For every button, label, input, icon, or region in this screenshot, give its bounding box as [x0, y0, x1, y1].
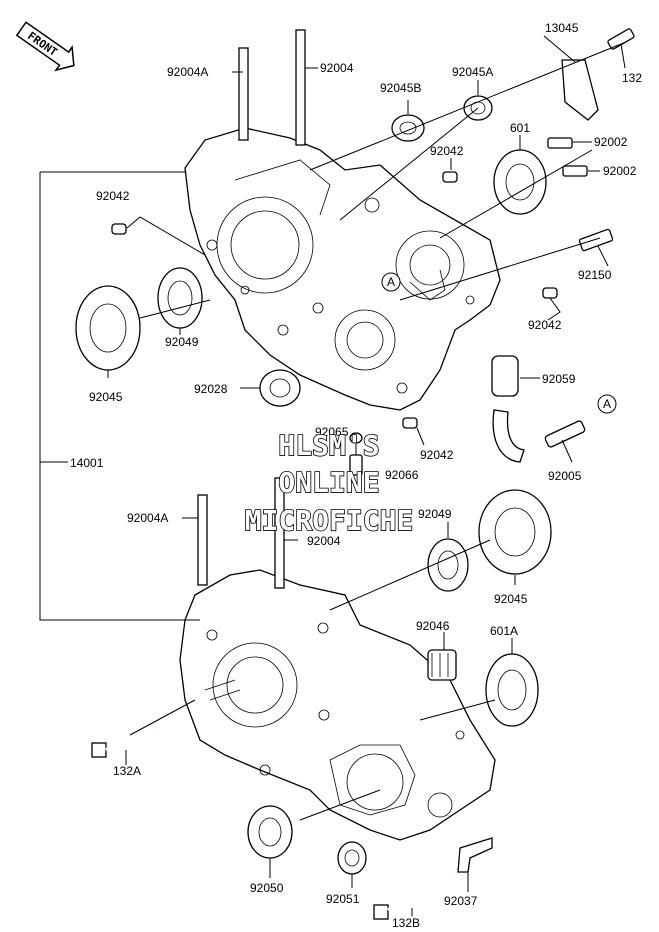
lower-crankcase — [179, 569, 496, 841]
label-92004-lower: 92004 — [307, 534, 341, 548]
oil-seal-92050 — [247, 805, 293, 859]
label-13045: 13045 — [545, 21, 579, 35]
leader-lines — [39, 35, 627, 916]
watermark-line-3: MICROFICHE — [245, 504, 414, 537]
label-92002-b: 92002 — [603, 164, 637, 178]
oil-seal-92049-lower — [427, 538, 469, 592]
label-92042-d: 92042 — [420, 448, 454, 462]
callout-a-right: A — [597, 394, 617, 414]
label-132B: 132B — [392, 916, 420, 930]
label-92004A-upper: 92004A — [167, 65, 208, 79]
dowel-pin-92042-b — [442, 171, 458, 183]
label-92050: 92050 — [250, 881, 284, 895]
label-92065: 92065 — [315, 425, 349, 439]
dowel-pin-92042-c — [542, 287, 558, 299]
label-92042-c: 92042 — [528, 318, 562, 332]
fitting-92150 — [578, 228, 614, 252]
label-92042-a: 92042 — [430, 144, 464, 158]
label-132: 132 — [622, 71, 642, 85]
breather-hose-92059 — [491, 355, 525, 463]
label-92049-upper: 92049 — [165, 335, 199, 349]
fitting-92005 — [544, 420, 586, 448]
label-14001: 14001 — [70, 456, 104, 470]
label-601A: 601A — [490, 624, 518, 638]
label-92037: 92037 — [444, 894, 478, 908]
part-labels: 13045 132 92004A 92004 92045A 92045B 601… — [70, 21, 642, 930]
label-92059: 92059 — [542, 372, 576, 386]
dowel-pin-92042-d — [402, 417, 418, 429]
upper-crankcase — [184, 127, 501, 411]
label-92066: 92066 — [385, 468, 419, 482]
label-92051: 92051 — [326, 892, 360, 906]
svg-text:A: A — [387, 275, 395, 289]
bearing-92045-upper — [75, 285, 141, 371]
bolt-92002-a — [547, 137, 573, 149]
bolt-92002-b — [562, 165, 588, 177]
label-92004A-lower: 92004A — [127, 511, 168, 525]
label-132A: 132A — [113, 764, 141, 778]
label-92049-lower: 92049 — [418, 507, 452, 521]
bearing-92045-lower — [478, 489, 552, 575]
label-92046: 92046 — [416, 619, 450, 633]
oil-seal-92028 — [259, 369, 301, 407]
label-92042-b: 92042 — [96, 189, 130, 203]
callout-a-upper: A — [381, 272, 401, 292]
bearing-601A — [485, 653, 539, 727]
watermark: HLSM'S ONLINE MICROFICHE — [244, 428, 414, 538]
oil-seal-92049-upper — [157, 267, 203, 329]
stud-92004-lower — [274, 477, 285, 589]
plug-92065 — [349, 432, 363, 444]
label-92045-lower: 92045 — [494, 592, 528, 606]
label-92150: 92150 — [578, 268, 612, 282]
bracket-13045 — [561, 59, 599, 121]
oil-seal-92051 — [337, 841, 367, 875]
watermark-line-1: HLSM'S — [278, 429, 379, 462]
stud-92004A-lower — [197, 494, 208, 586]
label-92045A: 92045A — [452, 65, 493, 79]
needle-bearing-92046 — [427, 649, 457, 681]
stud-92004-upper — [295, 29, 306, 146]
bolt-132A — [91, 726, 156, 758]
label-92004-upper: 92004 — [320, 61, 354, 75]
label-601: 601 — [510, 121, 530, 135]
label-92045B: 92045B — [380, 81, 421, 95]
dowel-pin-92042-a — [111, 223, 127, 235]
svg-text:A: A — [603, 397, 611, 411]
bearing-92045B — [391, 114, 425, 142]
label-92045-upper: 92045 — [89, 390, 123, 404]
bearing-601 — [493, 149, 547, 215]
label-92005: 92005 — [548, 469, 582, 483]
bolt-132B — [373, 878, 451, 920]
watermark-line-2: ONLINE — [278, 466, 379, 499]
stud-92004A-upper — [238, 47, 249, 141]
clamp-92037 — [457, 837, 493, 873]
label-92028: 92028 — [194, 382, 228, 396]
front-direction-badge: FRONT — [15, 21, 75, 72]
label-92002-a: 92002 — [594, 135, 628, 149]
